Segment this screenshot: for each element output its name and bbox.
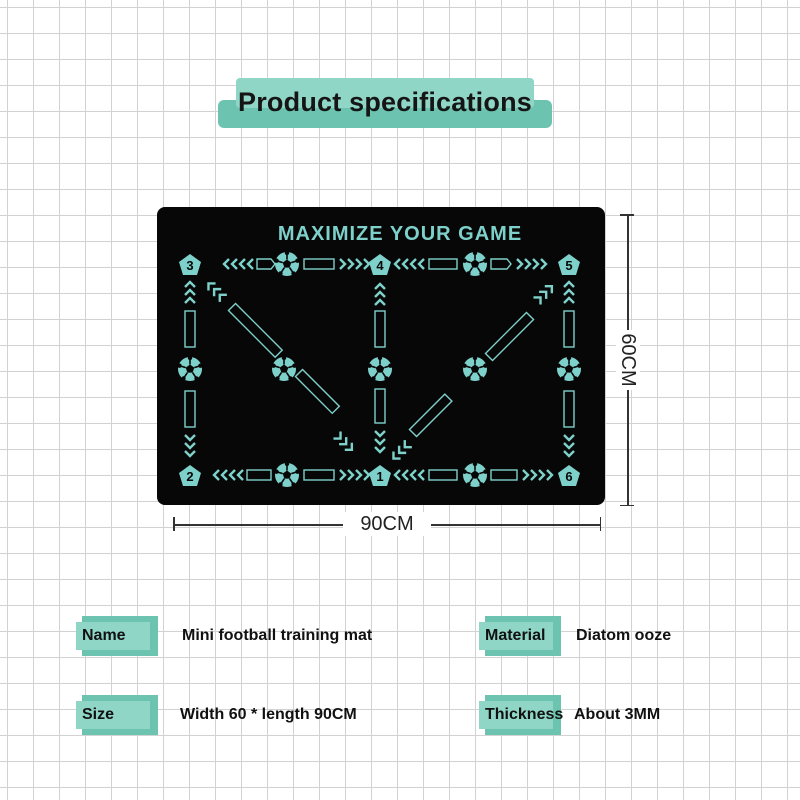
football-icon: [461, 250, 489, 277]
training-mat-image: 3 4 5 2 1 6: [157, 207, 605, 505]
spec-label-name: Name: [76, 616, 158, 656]
marker-label: 5: [565, 258, 572, 273]
title-banner-band: [236, 78, 534, 108]
football-icon: [461, 460, 489, 488]
football-icon: [273, 460, 301, 488]
spec-value-name: Mini football training mat: [182, 627, 373, 644]
football-icon: [176, 354, 204, 382]
cone-markers: 3 4 5 2 1 6: [179, 254, 580, 486]
football-icon: [366, 354, 394, 382]
width-dimension-label: 90CM: [343, 512, 431, 536]
football-icon: [461, 354, 489, 382]
spec-value-material: Diatom ooze: [576, 627, 672, 644]
football-icon: [273, 250, 301, 277]
top-row-arrows: [222, 257, 548, 271]
title-banner: Product specifications: [218, 76, 552, 128]
marker-label: 2: [186, 469, 193, 484]
mat-heading: MAXIMIZE YOUR GAME: [277, 223, 523, 245]
marker-label: 4: [376, 258, 384, 273]
marker-label: 6: [565, 469, 572, 484]
marker-label: 3: [186, 258, 193, 273]
spec-label-thickness: Thickness: [479, 695, 563, 735]
football-icon: [555, 354, 583, 382]
bottom-row-arrows: [212, 468, 554, 482]
spec-label-material: Material: [479, 616, 561, 656]
mat-pattern: 3 4 5 2 1 6: [176, 250, 583, 488]
spec-label-size: Size: [76, 695, 158, 735]
spec-value-thickness: About 3MM: [574, 706, 661, 723]
football-icon: [270, 354, 298, 382]
spec-value-size: Width 60 * length 90CM: [180, 706, 357, 723]
diagonal-arrows: [203, 278, 557, 464]
marker-label: 1: [376, 469, 383, 484]
vertical-arrows: [183, 280, 576, 458]
page-title: Product specifications: [238, 86, 532, 117]
height-dimension-label: 60CM: [616, 330, 640, 390]
